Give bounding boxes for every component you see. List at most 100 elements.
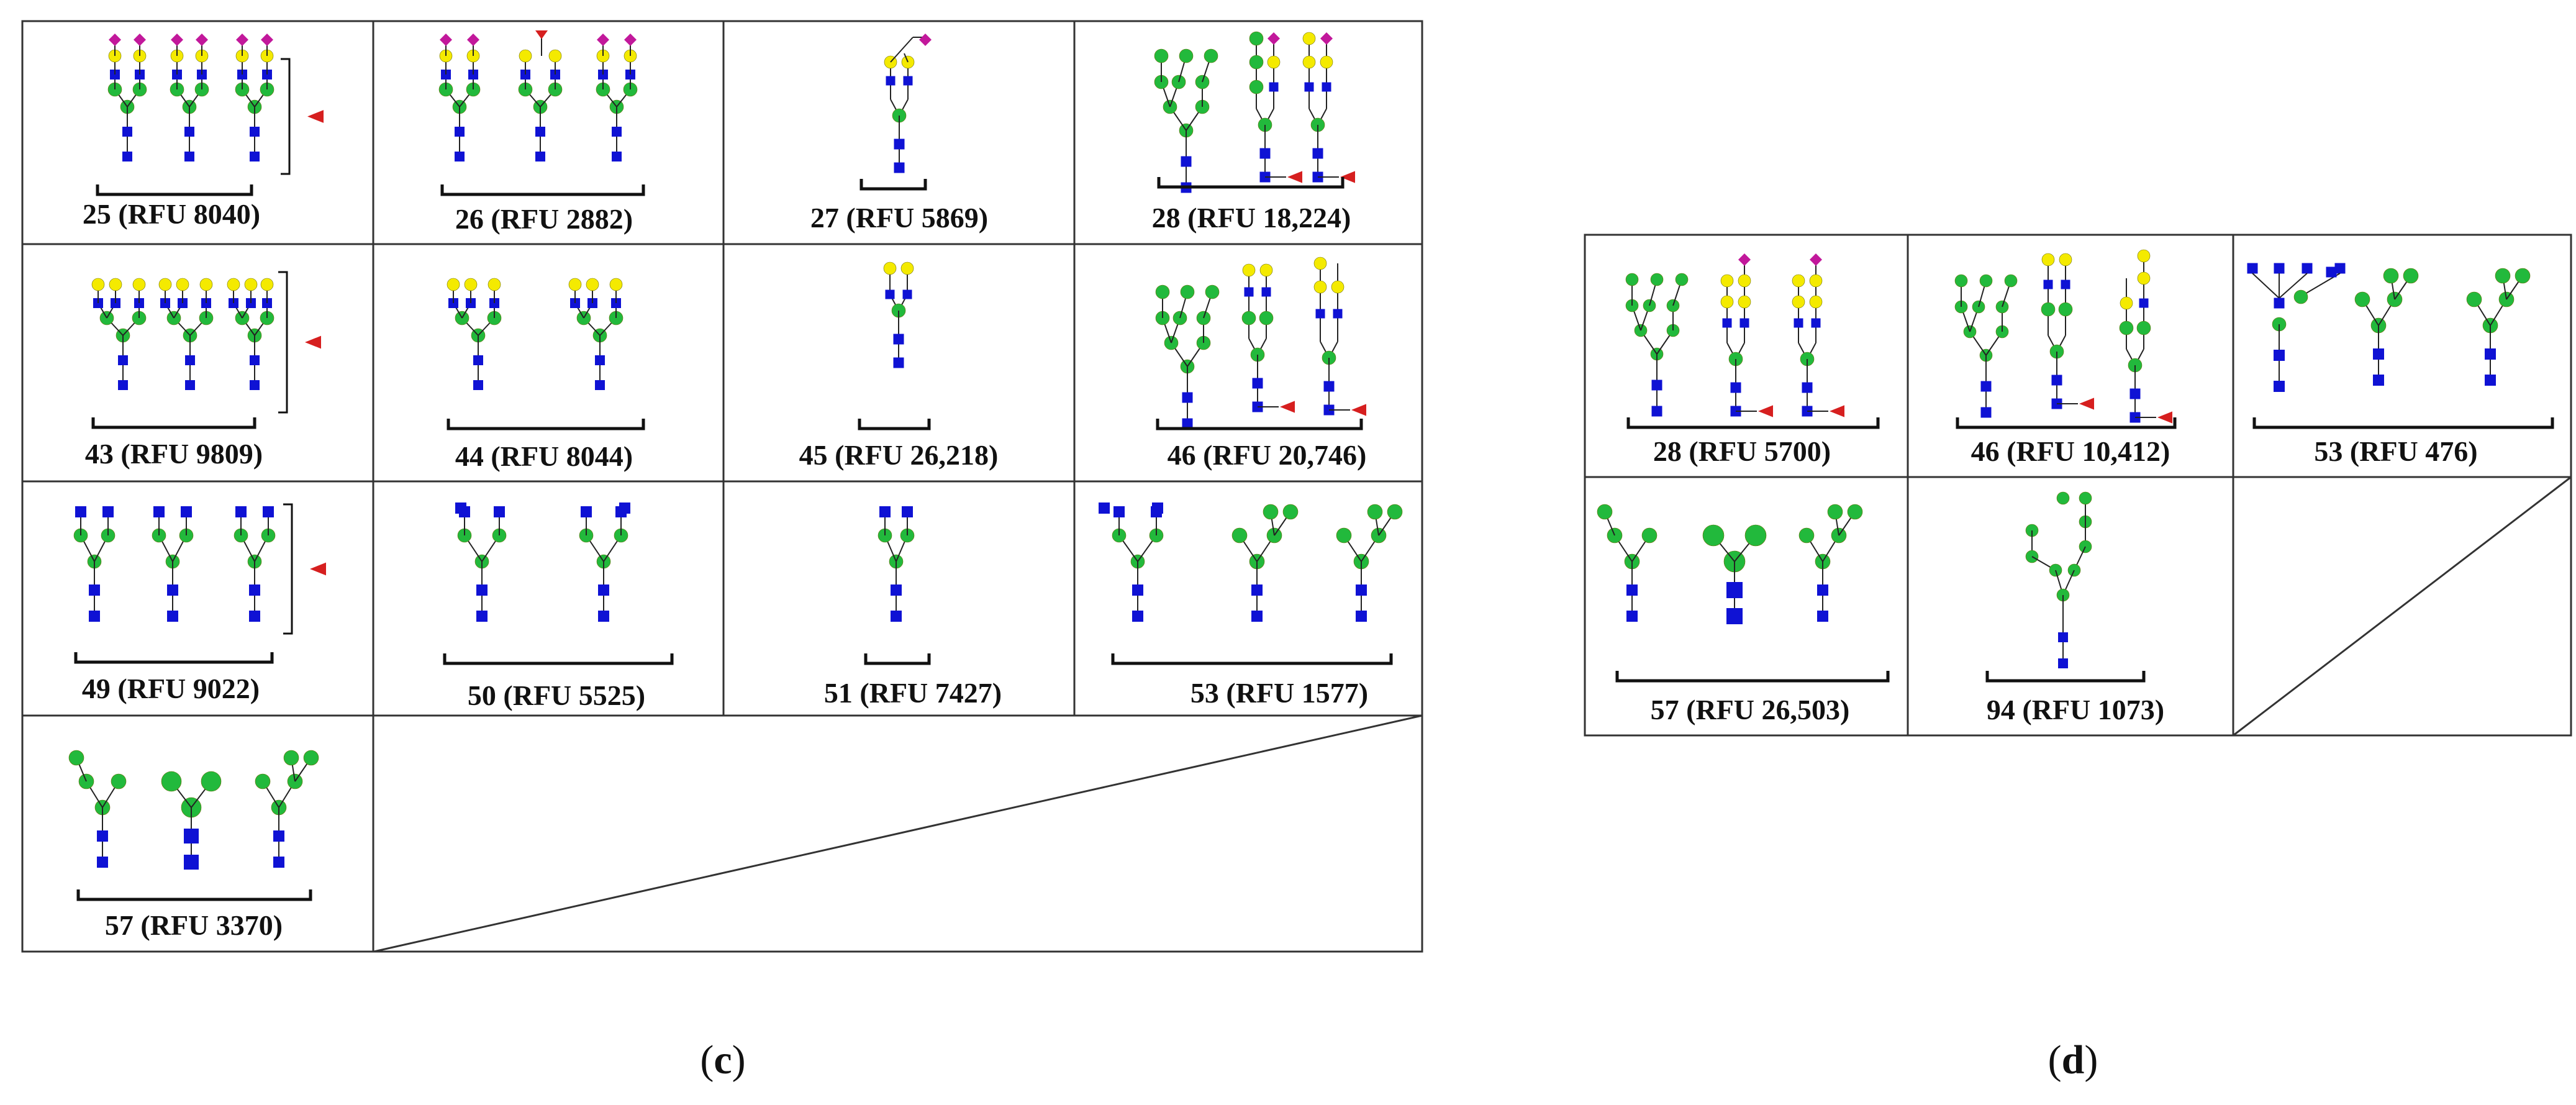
glcnac-square-icon: [1182, 418, 1193, 429]
galactose-circle-icon: [1809, 295, 1823, 309]
glcnac-square-icon: [1980, 407, 1992, 418]
sialic-acid-diamond-icon: [1810, 253, 1822, 266]
mannose-circle-icon: [161, 771, 182, 792]
mannose-circle-icon: [1155, 284, 1170, 299]
galactose-circle-icon: [1738, 295, 1751, 309]
label-c-51: 51 (RFU 7427): [824, 677, 1002, 709]
glcnac-square-icon: [1181, 156, 1192, 167]
label-d-53: 53 (RFU 476): [2314, 435, 2477, 467]
glcnac-square-icon: [263, 506, 274, 517]
mannose-circle-icon: [2466, 291, 2482, 307]
glcnac-square-icon: [2274, 381, 2285, 392]
galactose-circle-icon: [1792, 274, 1805, 288]
glcnac-square-icon: [97, 830, 108, 842]
fucose-triangle-icon: [1830, 405, 1844, 417]
galactose-circle-icon: [519, 49, 532, 63]
galactose-circle-icon: [1720, 295, 1734, 309]
mannose-circle-icon: [111, 773, 127, 789]
galactose-circle-icon: [2137, 271, 2151, 285]
mannose-circle-icon: [166, 311, 181, 325]
structure-bracket: [864, 653, 931, 665]
glcnac-square-icon: [476, 584, 488, 596]
galactose-circle-icon: [1313, 257, 1327, 270]
glcnac-square-icon: [235, 506, 247, 517]
mannose-circle-icon: [1249, 55, 1264, 70]
galactose-circle-icon: [548, 49, 562, 63]
structure-bracket: [2252, 417, 2554, 429]
glcnac-square-icon: [75, 506, 86, 517]
mannose-circle-icon: [235, 311, 250, 325]
galactose-circle-icon: [2120, 296, 2133, 310]
structure-bracket: [440, 184, 645, 196]
label-d-28: 28 (RFU 5700): [1653, 435, 1831, 467]
glcnac-square-icon: [902, 289, 912, 299]
label-c-28: 28 (RFU 18,224): [1152, 202, 1351, 234]
mannose-circle-icon: [201, 771, 222, 792]
glcnac-square-icon: [1726, 582, 1743, 598]
glcnac-square-icon: [181, 506, 192, 517]
mannose-circle-icon: [1387, 504, 1403, 520]
glcnac-square-icon: [1312, 148, 1323, 159]
glcnac-square-icon: [2334, 263, 2346, 274]
sialic-acid-diamond-icon: [1320, 32, 1333, 45]
mannose-circle-icon: [1798, 527, 1815, 543]
label-c-43: 43 (RFU 9809): [85, 438, 263, 470]
panel-c-empty-cell-diagonal: [373, 714, 1423, 953]
glcnac-square-icon: [455, 127, 465, 137]
mannose-circle-icon: [1336, 527, 1352, 543]
galactose-circle-icon: [1302, 32, 1316, 45]
galactose-circle-icon: [109, 278, 122, 291]
glcnac-square-icon: [153, 506, 165, 517]
glcnac-square-icon: [250, 355, 260, 365]
glcnac-square-icon: [2274, 298, 2285, 309]
glcnac-square-icon: [1323, 381, 1335, 392]
glcnac-square-icon: [598, 611, 609, 622]
sialic-acid-diamond-icon: [134, 34, 146, 46]
glcnac-square-icon: [2247, 263, 2258, 274]
structure-bracket: [76, 889, 312, 901]
glcnac-square-icon: [1811, 318, 1821, 328]
label-c-49: 49 (RFU 9022): [82, 673, 260, 704]
glcnac-square-icon: [249, 584, 260, 596]
mannose-circle-icon: [1282, 504, 1299, 520]
glcnac-square-icon: [893, 357, 904, 368]
fucose-triangle-icon: [307, 110, 324, 123]
label-c-50: 50 (RFU 5525): [468, 680, 645, 711]
structure-bracket: [443, 653, 674, 665]
galactose-circle-icon: [1259, 263, 1273, 277]
label-d-57: 57 (RFU 26,503): [1651, 694, 1850, 725]
glcnac-square-icon: [250, 380, 260, 390]
glcnac-square-icon: [2058, 632, 2068, 642]
glcnac-square-icon: [1322, 82, 1331, 92]
mannose-circle-icon: [1205, 284, 1220, 299]
mannose-circle-icon: [2515, 268, 2531, 284]
structure-bracket: [1626, 417, 1880, 429]
glcnac-square-icon: [2043, 280, 2053, 289]
panel-c-border: [21, 20, 1423, 953]
sialic-acid-diamond-icon: [236, 34, 248, 46]
galactose-circle-icon: [260, 278, 274, 291]
mannose-circle-icon: [1954, 274, 1968, 288]
galactose-circle-icon: [1320, 55, 1333, 69]
mannose-circle-icon: [1179, 48, 1194, 63]
galactose-circle-icon: [244, 278, 258, 291]
sialic-acid-diamond-icon: [196, 34, 208, 46]
glcnac-square-icon: [1722, 318, 1732, 328]
glcnac-square-icon: [2061, 280, 2070, 289]
label-d-94: 94 (RFU 1073): [1987, 694, 2164, 725]
mannose-circle-icon: [2136, 321, 2151, 335]
mannose-circle-icon: [2058, 302, 2073, 317]
structure-bracket: [1615, 671, 1890, 683]
mannose-circle-icon: [1241, 311, 1256, 325]
glcnac-square-icon: [476, 611, 488, 622]
glcnac-square-icon: [1315, 309, 1325, 319]
glcnac-square-icon: [1802, 382, 1813, 393]
galactose-circle-icon: [1242, 263, 1256, 277]
fucose-triangle-icon: [310, 562, 326, 576]
glcnac-square-icon: [2274, 263, 2285, 274]
galactose-circle-icon: [586, 278, 599, 291]
glcnac-square-icon: [1132, 584, 1143, 596]
fucose-triangle-icon: [1351, 404, 1366, 416]
glcnac-square-icon: [1651, 380, 1662, 391]
mannose-circle-icon: [1847, 504, 1863, 520]
